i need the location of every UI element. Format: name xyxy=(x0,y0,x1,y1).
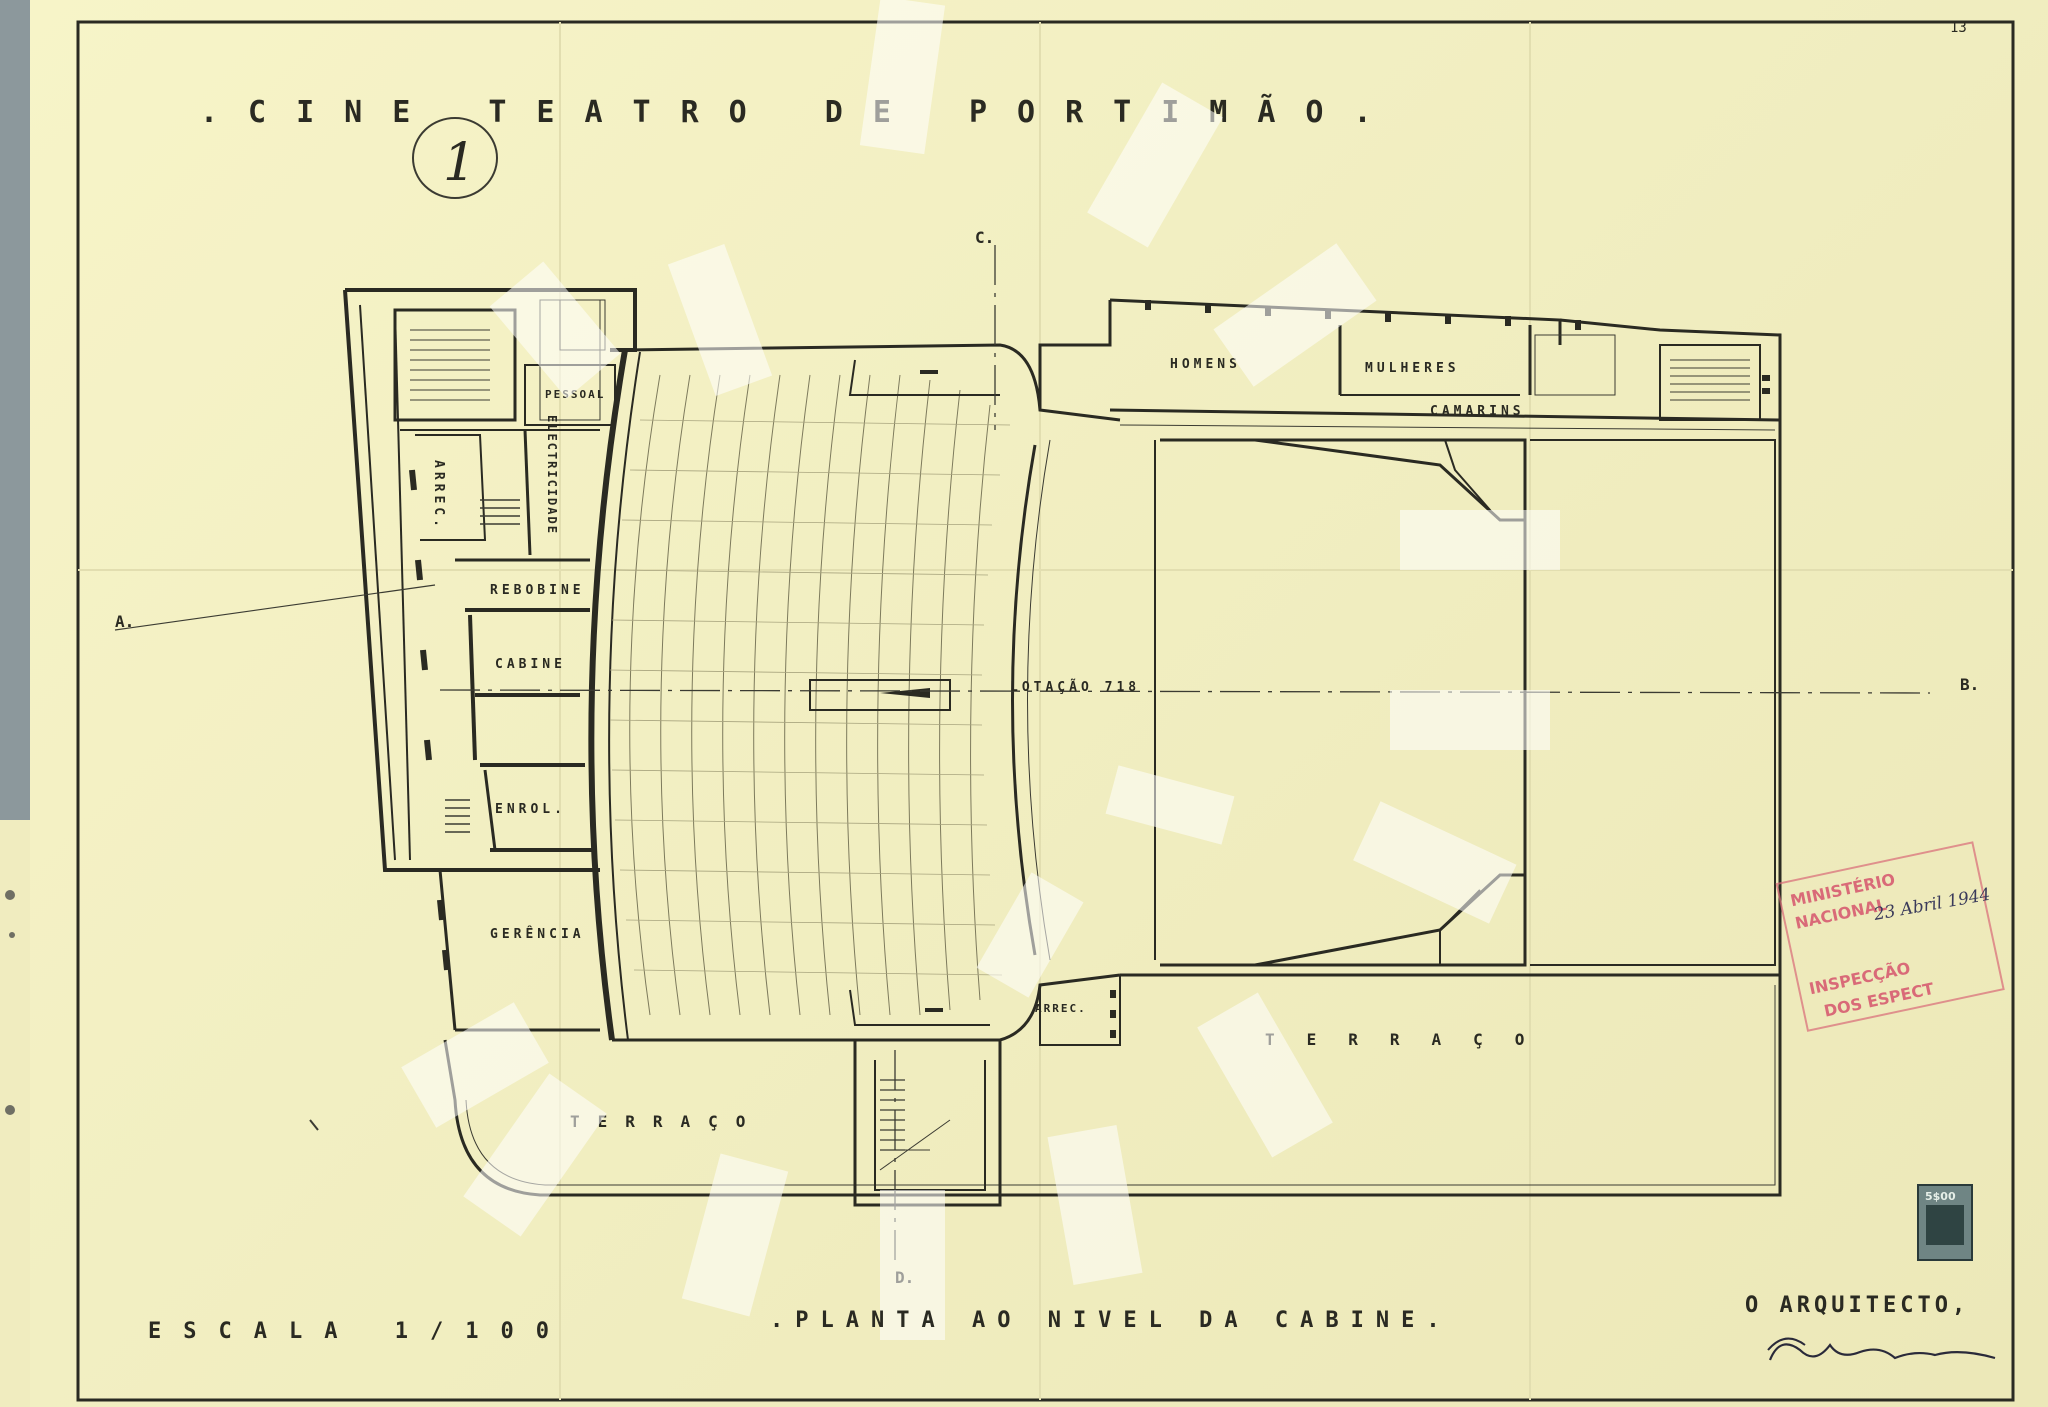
room-label-pessoal: PESSOAL xyxy=(545,388,605,401)
capacity-label: LOTAÇÃO 718 xyxy=(1010,679,1140,695)
room-label-arrec-left: ARREC. xyxy=(431,460,446,531)
architect-signature-flourish xyxy=(1767,1337,1806,1351)
drawing-subtitle: .PLANTA AO NIVEL DA CABINE. xyxy=(770,1308,1452,1333)
inspection-stamp: MINISTÉRIO NACIONAL INSPECÇÃO DOS ESPECT xyxy=(1775,841,2005,1032)
drawing-title: .CINE TEATRO DE PORTIMÃO. xyxy=(200,93,1402,130)
room-label-arrec-right: ARREC. xyxy=(1035,1002,1087,1015)
room-label-homens: HOMENS xyxy=(1170,357,1241,372)
stage-block xyxy=(443,298,1782,1197)
left-wing-walls xyxy=(343,288,637,1032)
architect-label: O ARQUITECTO, xyxy=(1745,1293,1969,1318)
binding-holes xyxy=(5,890,15,1115)
room-label-gerencia: GERÊNCIA xyxy=(490,926,585,942)
sheet-border xyxy=(76,20,2015,1402)
terrace-label-left: TERRAÇO xyxy=(570,1112,763,1131)
paper-lower-edge xyxy=(0,820,30,1407)
scan-background-edge xyxy=(0,0,30,820)
terrace-label-right: TERRAÇO xyxy=(1265,1030,1556,1049)
sheet-number: 1 xyxy=(443,133,476,193)
section-mark-a: A. xyxy=(115,612,134,631)
room-label-camarins: CAMARINS xyxy=(1430,404,1525,419)
room-label-cabine: CABINE xyxy=(495,657,566,672)
revenue-stamp: 5$00 xyxy=(1917,1184,1973,1261)
room-label-enrol: ENROL. xyxy=(495,802,566,817)
room-label-rebobine: REBOBINE xyxy=(490,583,585,598)
stair-tower xyxy=(853,1040,1002,1207)
revenue-stamp-value: 5$00 xyxy=(1925,1190,1956,1203)
archive-watermark xyxy=(401,0,1560,1340)
corner-number: 13 xyxy=(1950,20,1967,36)
section-mark-c: C. xyxy=(975,228,994,247)
room-label-electricidade: ELECTRICIDADE xyxy=(545,415,559,535)
room-label-mulheres: MULHERES xyxy=(1365,361,1460,376)
auditorium xyxy=(588,343,1121,1042)
drawing-scale: ESCALA 1/100 xyxy=(148,1319,571,1344)
stamp-handwritten-date: 23 Abril 1944 xyxy=(1871,885,1992,925)
section-mark-b: B. xyxy=(1960,675,1979,694)
sheet-number-circle xyxy=(412,117,498,199)
section-lines xyxy=(114,245,1931,1260)
architect-signature xyxy=(1768,1343,1996,1361)
